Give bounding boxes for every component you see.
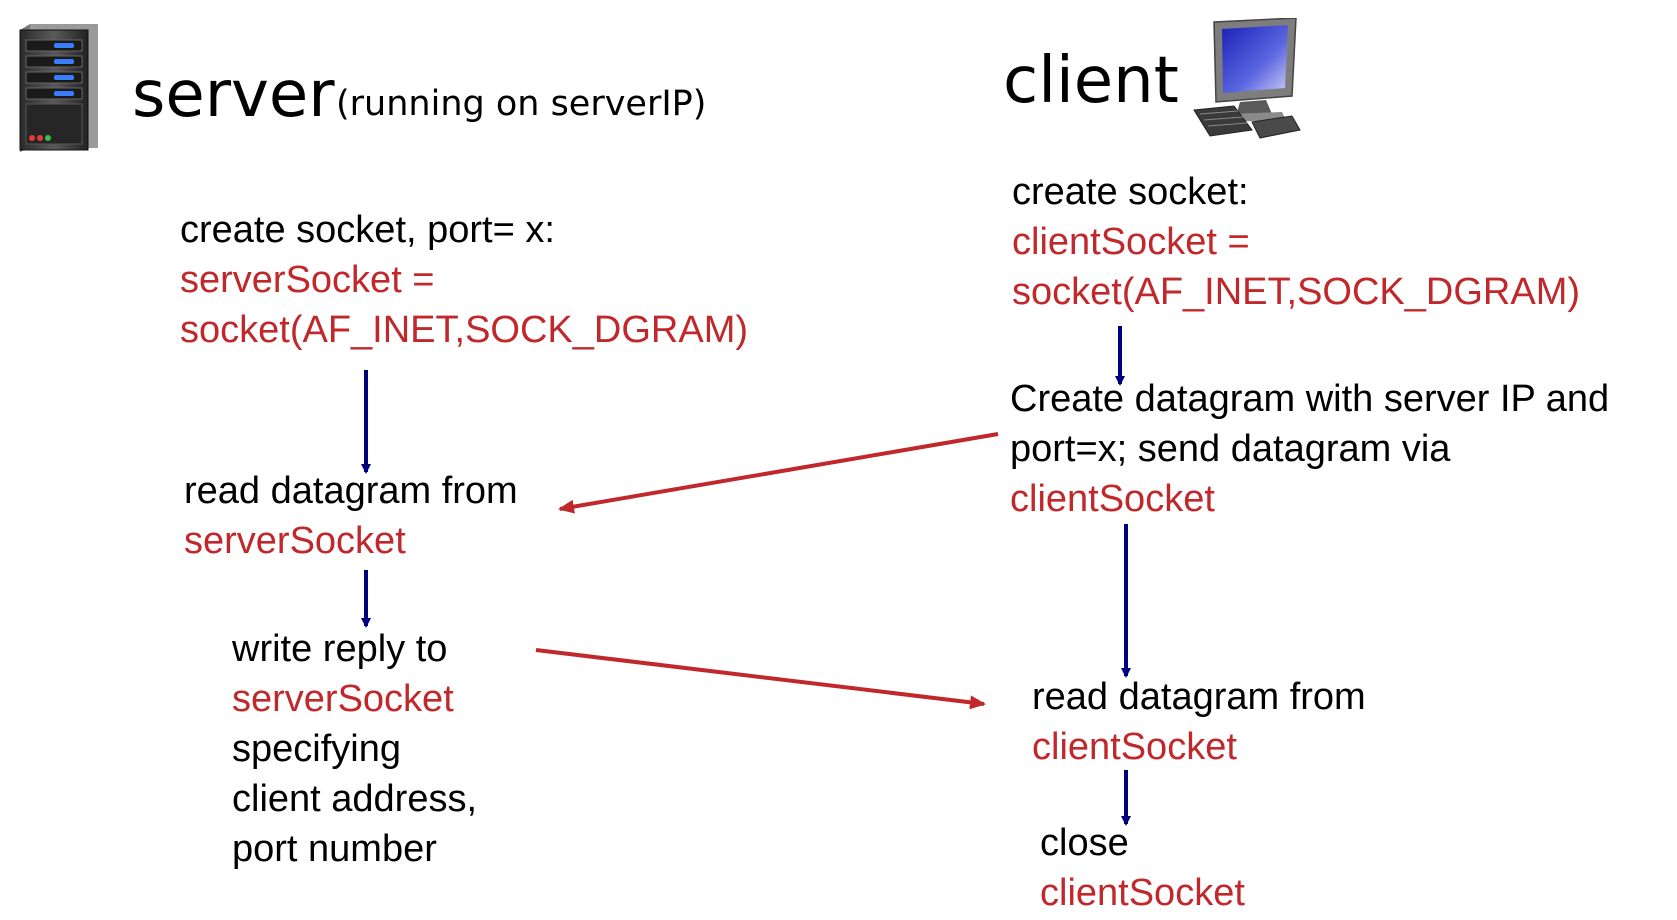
client-close-label: close <box>1040 822 1129 864</box>
server-read-label: read datagram from <box>184 470 518 512</box>
server-create-step: create socket, port= x: serverSocket = s… <box>180 205 748 355</box>
arrow-reply-server-to-client <box>535 648 986 710</box>
server-write-step: write reply to serverSocket specifying c… <box>232 624 477 874</box>
client-close-step: close clientSocket <box>1040 818 1245 918</box>
client-create-step: create socket: clientSocket = socket(AF_… <box>1012 167 1580 317</box>
server-title: server <box>132 58 335 132</box>
client-create-label: create socket: <box>1012 171 1249 213</box>
server-subtitle: (running on serverIP) <box>336 84 707 124</box>
client-send-label-1: Create datagram with server IP and <box>1010 378 1610 420</box>
server-create-label: create socket, port= x: <box>180 209 555 251</box>
server-read-step: read datagram from serverSocket <box>184 466 518 566</box>
server-tower-icon <box>19 24 98 152</box>
server-write-specifying: specifying <box>232 728 401 770</box>
server-write-label: write reply to <box>232 628 448 670</box>
client-read-label: read datagram from <box>1032 676 1366 718</box>
server-write-address: client address, <box>232 778 478 820</box>
client-send-step: Create datagram with server IP and port=… <box>1010 374 1609 524</box>
arrow-datagram-client-to-server <box>558 432 999 514</box>
server-write-socket: serverSocket <box>232 678 454 720</box>
client-send-label-2: port=x; send datagram via <box>1010 428 1451 470</box>
server-socket-assign: serverSocket = <box>180 259 435 301</box>
client-title: client <box>1003 44 1179 118</box>
desktop-computer-icon <box>1193 18 1301 139</box>
server-read-socket: serverSocket <box>184 520 406 562</box>
client-socket-assign: clientSocket = <box>1012 221 1250 263</box>
client-read-socket: clientSocket <box>1032 726 1237 768</box>
client-close-socket: clientSocket <box>1040 872 1245 914</box>
server-write-port: port number <box>232 828 437 870</box>
client-socket-call: socket(AF_INET,SOCK_DGRAM) <box>1012 271 1580 313</box>
client-read-step: read datagram from clientSocket <box>1032 672 1366 772</box>
server-socket-call: socket(AF_INET,SOCK_DGRAM) <box>180 309 748 351</box>
client-send-socket: clientSocket <box>1010 478 1215 520</box>
